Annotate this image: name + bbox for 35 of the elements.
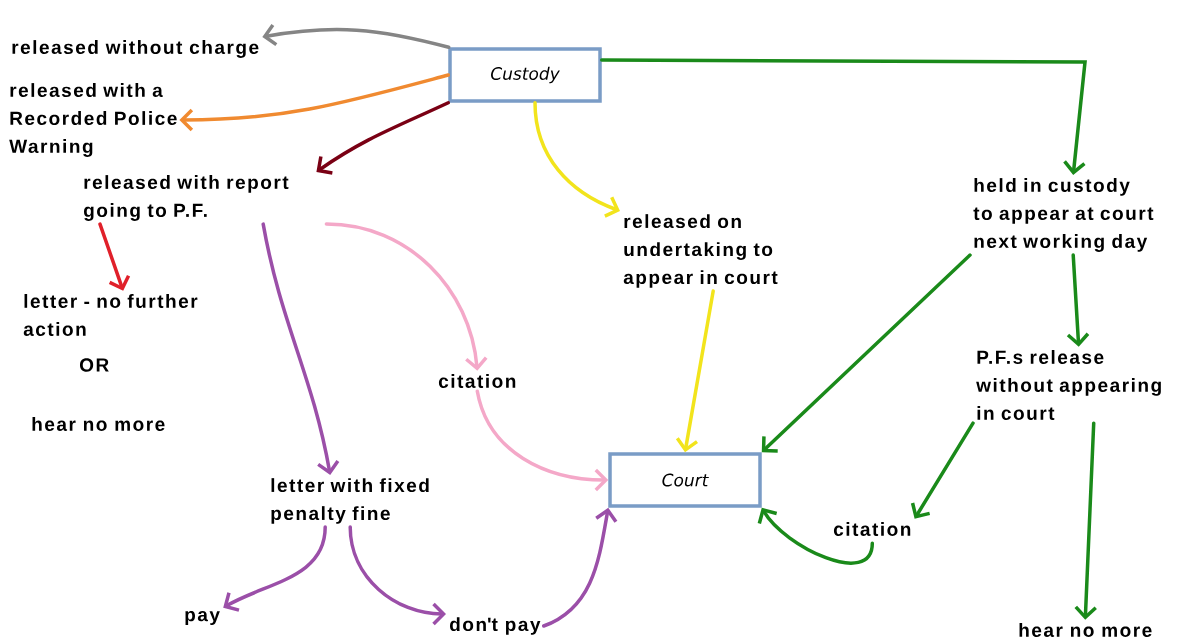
step-text: citation [833,522,911,536]
step-text: pay [185,610,220,626]
step-text: hear no more [1019,623,1152,637]
arrow [533,101,620,218]
arrow [223,525,327,612]
step-text: don't pay [450,617,541,635]
step-text: letter with fixed penalty fine [271,478,429,524]
process-box: Custody [448,47,602,103]
arrow [1066,253,1090,347]
arrow [179,73,450,132]
arrow [98,222,131,291]
step-text: P.F.s release without appearing in court [976,350,1161,420]
arrow [761,253,972,453]
process-box: Court [608,452,762,508]
arrow [910,421,975,519]
note-text: hear no more [32,417,165,431]
step-text: citation [438,374,516,388]
arrow [675,289,715,453]
step-text: released without charge [12,40,259,58]
note-text: OR [80,358,109,372]
arrow [1074,421,1097,620]
arrow [324,222,488,371]
arrow [541,507,618,628]
step-text: held in custody to appear at court next working day [973,178,1154,252]
step-text: released with a Recorded Police Warning [9,83,177,157]
arrow [262,23,451,49]
arrow [316,101,450,175]
arrow [348,525,446,626]
step-text: letter - no further action [23,294,198,336]
arrow [757,507,875,565]
arrow [261,222,340,475]
step-text: released on undertaking to appear in court [623,214,778,288]
arrow [475,389,609,492]
arrow [600,58,1087,175]
step-text: released with report going to P.F. [84,175,289,221]
